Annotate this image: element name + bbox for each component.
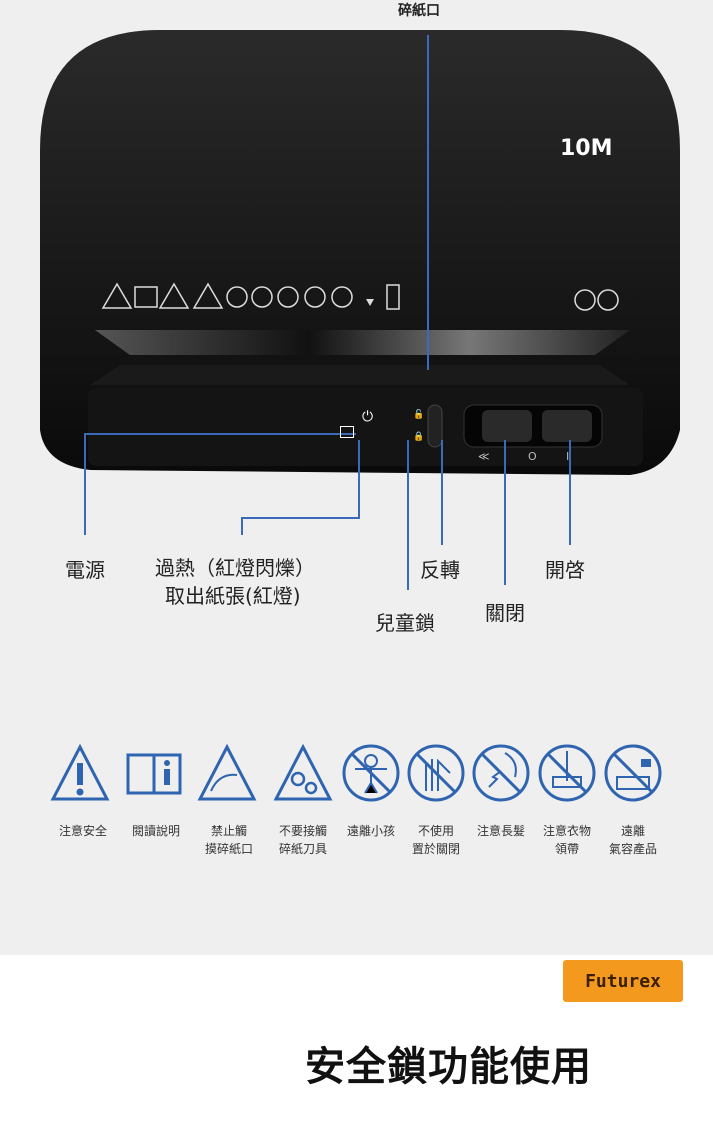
- model-label: 10M: [560, 136, 613, 161]
- read-manual-icon: [126, 753, 182, 795]
- caption-no-aerosol: 遠離氣容產品: [608, 824, 657, 856]
- no-hand-icon: [407, 744, 465, 802]
- callout-overheat: 過熱（紅燈閃爍）: [155, 556, 315, 580]
- caption-no-hand: 不使用置於關閉: [411, 824, 460, 856]
- off-mark: O: [528, 450, 537, 463]
- child-lock-slider[interactable]: [428, 405, 442, 447]
- reverse-mark: ≪: [478, 450, 490, 463]
- caption-no-tie: 注意衣物領帶: [542, 824, 591, 856]
- callout-child-lock: 兒童鎖: [375, 611, 435, 635]
- power-icon: ⏻: [362, 409, 374, 425]
- callout-power: 電源: [65, 558, 105, 582]
- brand-badge: Futurex: [563, 960, 683, 1002]
- callout-paper-jam: 取出紙張(紅燈): [165, 584, 301, 608]
- on-mark: I: [566, 450, 570, 463]
- no-children-icon: [342, 744, 400, 802]
- paper-out-icon: [340, 426, 354, 438]
- callout-reverse: 反轉: [420, 558, 460, 582]
- no-aerosol-icon: [604, 744, 662, 802]
- lock-icon: 🔒: [413, 432, 425, 442]
- blade-icon: [273, 743, 333, 801]
- unlock-icon: 🔓: [413, 410, 425, 420]
- caption-no-children: 遠離小孩: [346, 824, 395, 838]
- caption-no-hair: 注意長髮: [476, 824, 525, 838]
- callout-close: 關閉: [485, 601, 525, 625]
- power-switch[interactable]: [464, 405, 602, 447]
- shred-slot-label: 碎紙口: [398, 3, 440, 19]
- page-title: 安全鎖功能使用: [305, 1044, 592, 1090]
- caption-warning: 注意安全: [58, 824, 107, 838]
- caption-read-manual: 閱讀說明: [131, 824, 180, 838]
- no-tie-icon: [538, 744, 596, 802]
- caption-no-touch-slot: 禁止觸摸碎紙口: [204, 824, 253, 856]
- shredder-illustration: [40, 30, 680, 590]
- caption-blade: 不要接觸碎紙刀具: [278, 824, 327, 856]
- callout-open: 開啓: [545, 558, 585, 582]
- no-touch-slot-icon: [197, 743, 257, 801]
- warning-icon: [50, 743, 110, 801]
- no-hair-icon: [472, 744, 530, 802]
